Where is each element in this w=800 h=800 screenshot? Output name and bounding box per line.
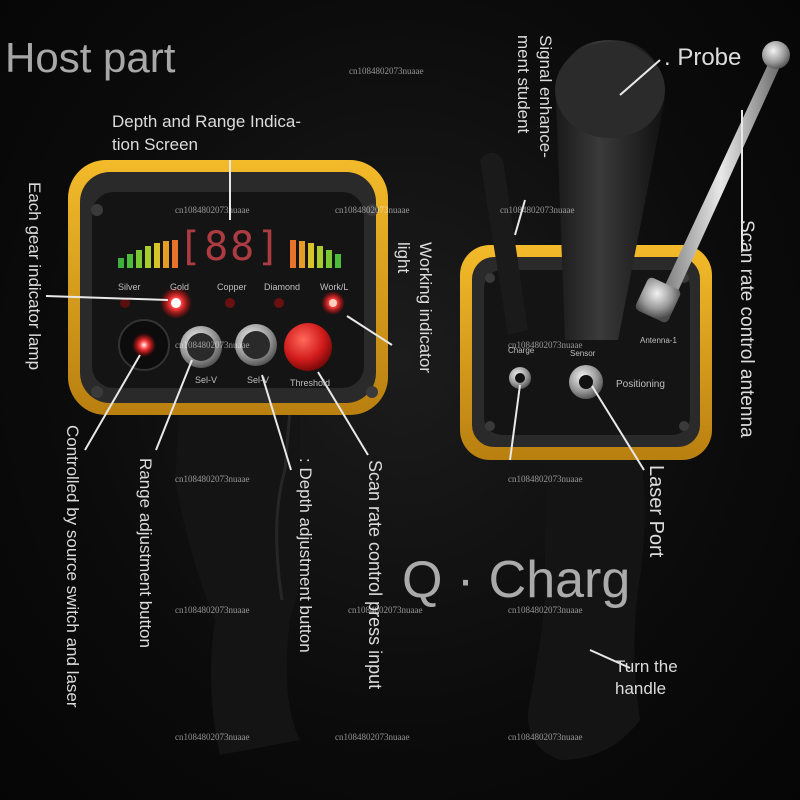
label-gear-indicator-lamp: Each gear indicator lamp: [25, 182, 44, 371]
indicator-label-work: Work/L: [320, 282, 349, 292]
label-signal-enhancement: Signal enhance- ment student: [514, 35, 555, 158]
watermark: cn1084802073nuaae: [175, 474, 250, 484]
signal-antenna: [480, 152, 528, 335]
watermark: cn1084802073nuaae: [175, 732, 250, 742]
indicator-label-silver: Silver: [118, 282, 141, 292]
led-bar-graph: [118, 240, 341, 268]
host-part-heading: Host part: [5, 34, 176, 81]
label-probe: . Probe: [664, 44, 742, 71]
charge-heading: Q · Charg: [402, 551, 631, 609]
watermark: cn1084802073nuaae: [508, 605, 583, 615]
label-range-button: Range adjustment button: [136, 458, 155, 648]
watermark: cn1084802073nuaae: [335, 732, 410, 742]
label-scan-press-input: Scan rate control press input: [365, 460, 385, 690]
label-source-switch: Controlled by source switch and laser: [63, 425, 82, 708]
right-control-panel: [484, 270, 690, 435]
port-label-charge: Charge: [508, 346, 535, 355]
indicator-label-gold: Gold: [170, 282, 190, 292]
depth-display: [88]: [178, 224, 283, 270]
positioning-label: Positioning: [616, 379, 665, 390]
label-depth-button: : Depth adjustment button: [296, 458, 315, 653]
knob-label-sel-1: Sel-V: [195, 375, 218, 385]
watermark: cn1084802073nuaae: [508, 340, 583, 350]
scan-antenna: [660, 60, 782, 300]
right-handle: [528, 450, 645, 760]
watermark: cn1084802073nuaae: [349, 66, 424, 76]
pointer-lines: [45, 59, 743, 669]
port-label-sensor: Sensor: [570, 349, 596, 358]
indicator-label-diamond: Diamond: [264, 282, 301, 292]
label-turn-handle: Turn the handle: [615, 657, 678, 698]
watermark: cn1084802073nuaae: [348, 605, 423, 615]
label-laser-port: Laser Port: [645, 465, 667, 558]
watermark: cn1084802073nuaae: [175, 340, 250, 350]
label-working-indicator: Working indicator light: [394, 242, 435, 374]
watermark: cn1084802073nuaae: [175, 205, 250, 215]
left-handle: [175, 400, 304, 755]
label-scan-antenna: Scan rate control antenna: [736, 220, 757, 438]
label-depth-range-screen: Depth and Range Indica- tion Screen: [112, 112, 302, 154]
watermark: cn1084802073nuaae: [508, 732, 583, 742]
knob-label-sel-2: Sel-V: [247, 375, 270, 385]
watermark: cn1084802073nuaae: [508, 474, 583, 484]
knob-label-threshold: Threshold: [290, 378, 331, 388]
watermark: cn1084802073nuaae: [500, 205, 575, 215]
threshold-button[interactable]: [284, 323, 332, 371]
watermark: cn1084802073nuaae: [335, 205, 410, 215]
watermark: cn1084802073nuaae: [175, 605, 250, 615]
indicator-label-copper: Copper: [217, 282, 247, 292]
port-label-antenna: Antenna-1: [640, 336, 677, 345]
